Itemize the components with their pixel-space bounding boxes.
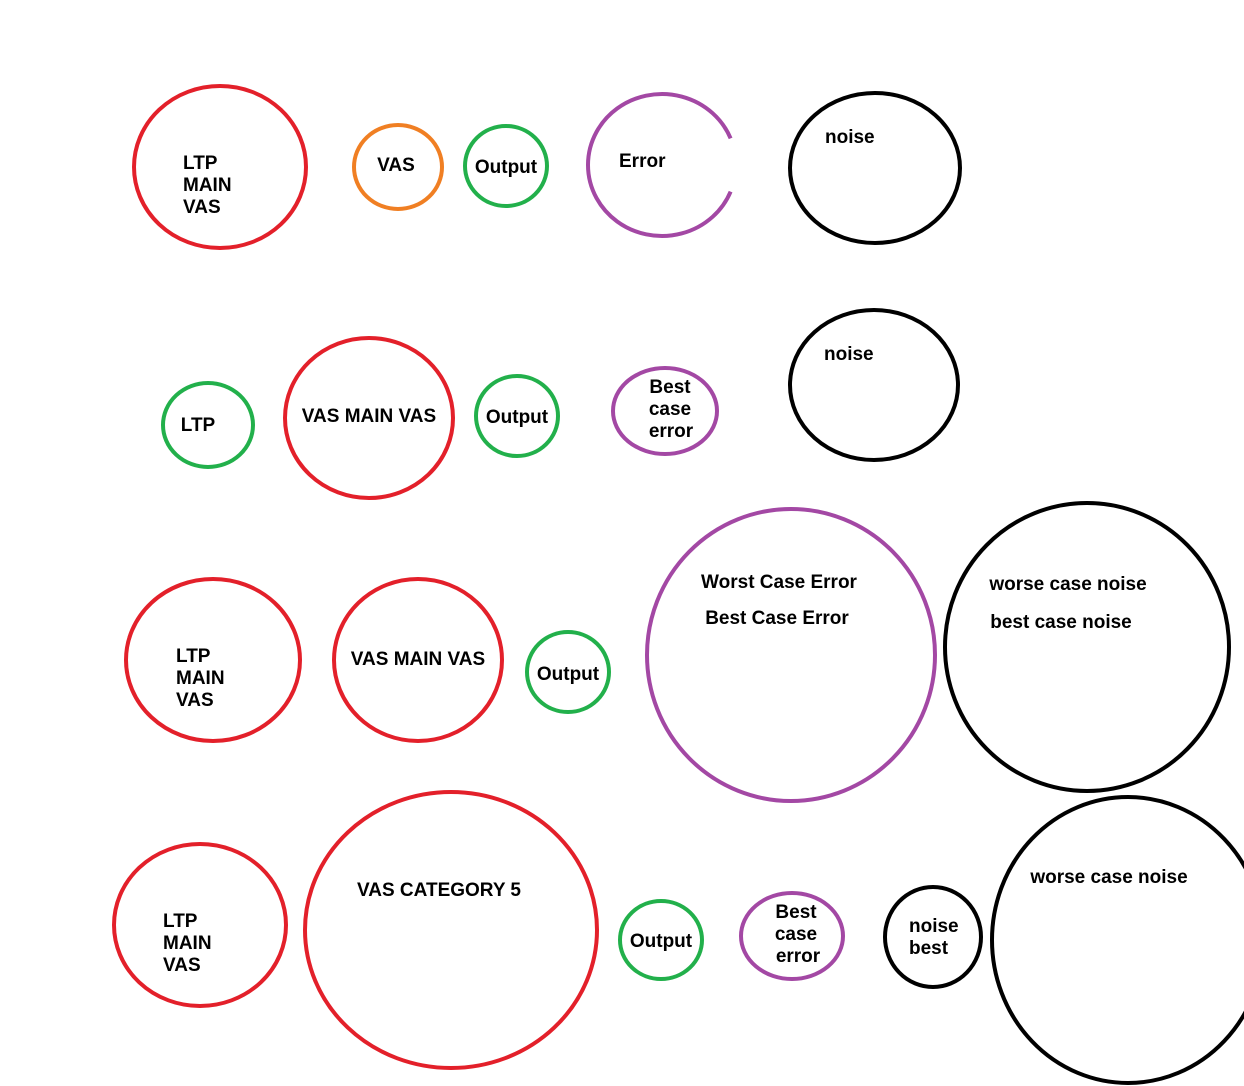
circle-label: Output bbox=[537, 664, 600, 685]
circle-label: LTP bbox=[183, 153, 218, 174]
ltp-circle bbox=[161, 381, 255, 469]
output-circle bbox=[474, 374, 560, 458]
circle-label: Output bbox=[486, 407, 549, 428]
circle-label: Best Case Error bbox=[705, 608, 849, 629]
circle-label: VAS CATEGORY 5 bbox=[357, 880, 521, 901]
output-circle bbox=[463, 124, 549, 208]
worse-best-case-noise-circle bbox=[943, 501, 1231, 793]
output-circle bbox=[525, 630, 611, 714]
vas-category-5-circle bbox=[303, 790, 599, 1070]
noise-best-circle bbox=[883, 885, 983, 989]
best-case-error-circle bbox=[611, 366, 719, 456]
ltp-main-vas-circle bbox=[132, 84, 308, 250]
worse-case-noise-circle bbox=[990, 795, 1244, 1085]
circle-label: LTP bbox=[176, 646, 211, 667]
circle-label: case bbox=[775, 924, 817, 945]
circle-label: VAS bbox=[176, 690, 214, 711]
vas-main-vas-circle bbox=[283, 336, 455, 500]
circle-label: Worst Case Error bbox=[701, 572, 858, 593]
circle-label: VAS bbox=[377, 155, 415, 176]
output-circle bbox=[618, 899, 704, 981]
circle-label: MAIN bbox=[183, 175, 232, 196]
circle-label: error bbox=[649, 421, 694, 442]
circle-label: Best bbox=[775, 902, 817, 923]
circle-label: worse case noise bbox=[988, 574, 1146, 595]
noise-circle bbox=[788, 91, 962, 245]
noise-circle bbox=[788, 308, 960, 462]
circle-label: VAS bbox=[163, 955, 201, 976]
circle-label: Output bbox=[475, 157, 538, 178]
circle-label: noise bbox=[824, 344, 874, 365]
error-circle bbox=[586, 92, 733, 238]
worst-best-case-error-circle bbox=[645, 507, 937, 803]
circle-label: LTP bbox=[163, 911, 198, 932]
circle-label: LTP bbox=[181, 415, 216, 436]
circle-label: MAIN bbox=[176, 668, 225, 689]
circle-label: noise bbox=[825, 127, 875, 148]
ltp-main-vas-circle bbox=[124, 577, 302, 743]
circle-label: Best bbox=[649, 377, 691, 398]
circle-label: MAIN bbox=[163, 933, 212, 954]
circle-label: VAS MAIN VAS bbox=[302, 406, 436, 427]
circle-label: Error bbox=[619, 151, 666, 172]
circle-label: worse case noise bbox=[1029, 867, 1187, 888]
circle-label: VAS bbox=[183, 197, 221, 218]
ltp-main-vas-circle bbox=[112, 842, 288, 1008]
circle-label: best bbox=[909, 938, 949, 959]
circle-label: Output bbox=[630, 931, 693, 952]
circle-label: noise bbox=[909, 916, 959, 937]
circle-label: VAS MAIN VAS bbox=[351, 649, 485, 670]
circle-label: error bbox=[776, 946, 821, 967]
vas-circle bbox=[352, 123, 444, 211]
best-case-error-circle bbox=[739, 891, 845, 981]
circle-label: best case noise bbox=[990, 612, 1132, 633]
circle-label: case bbox=[649, 399, 691, 420]
vas-main-vas-circle bbox=[332, 577, 504, 743]
